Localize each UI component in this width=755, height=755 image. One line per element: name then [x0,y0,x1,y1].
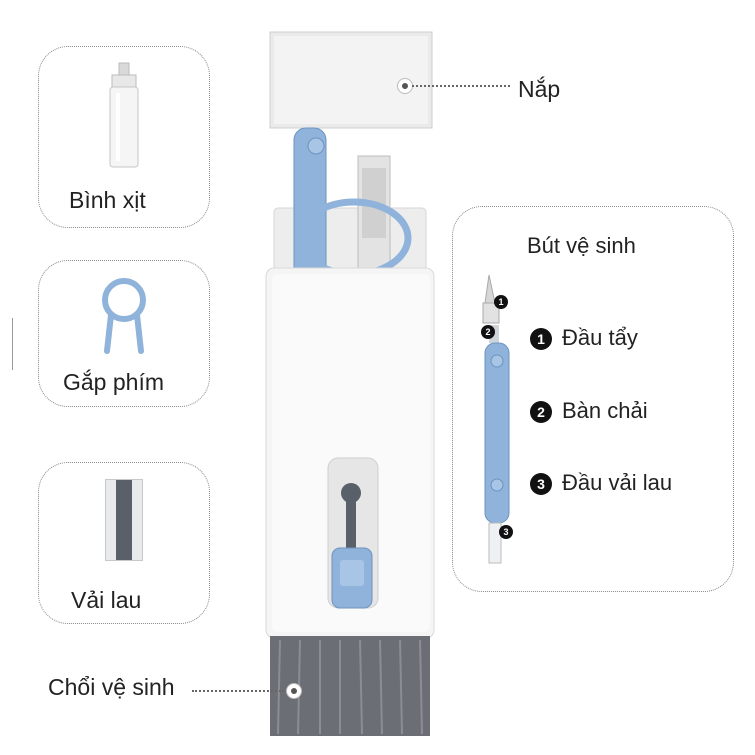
pen-marker-3: 3 [499,525,513,539]
pen-item-3-label: Đầu vải lau [562,470,673,495]
pen-marker-1: 1 [494,295,508,309]
lid-label: Nắp [518,76,561,102]
pen-panel-title: Bút vệ sinh [527,233,636,258]
pen-item-2-label: Bàn chải [562,398,648,423]
spray-bottle-box: Bình xịt [38,46,210,228]
number-1-icon: 1 [530,328,552,351]
pen-item-1-label: Đầu tẩy [562,325,638,350]
spray-label: Bình xịt [69,187,146,213]
brush-label: Chổi vệ sinh [48,674,175,700]
lid-callout-line [412,85,510,87]
pen-panel: Bút vệ sinh 1 2 3 [452,206,734,592]
cleaning-device [258,28,438,748]
pen-item-3: 3 Đầu vải lau [530,470,672,496]
keycap-puller-icon [102,278,146,354]
cloth-box: Vải lau [38,462,210,624]
brush-marker-icon [286,683,302,699]
edge-divider [12,318,13,370]
pen-item-1: 1 Đầu tẩy [530,325,638,351]
brush-callout-line [192,690,284,692]
lid-marker-icon [397,78,413,94]
number-3-icon: 3 [530,473,552,496]
keycap-puller-box: Gắp phím [38,260,210,407]
cloth-icon [105,479,143,561]
keycap-puller-label: Gắp phím [63,369,164,395]
cloth-label: Vải lau [71,587,142,613]
spray-bottle-icon [109,62,139,168]
number-2-icon: 2 [530,401,552,424]
pen-item-2: 2 Bàn chải [530,398,648,424]
pen-marker-2: 2 [481,325,495,339]
